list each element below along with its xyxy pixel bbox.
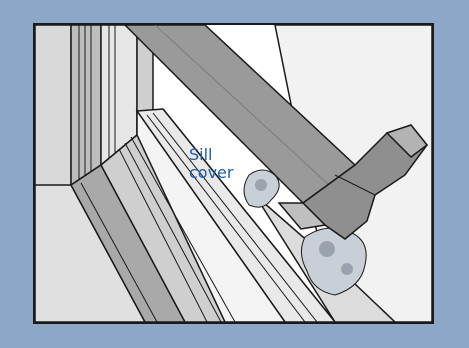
adhesive-spot-3 (341, 263, 353, 275)
sill-cover-illustration (33, 23, 434, 324)
adhesive-spot-1 (255, 179, 267, 191)
sill-cover-label: Sill cover (189, 146, 233, 182)
illustration-drawing (35, 25, 432, 322)
left-jamb-face (71, 25, 101, 185)
adhesive-spot-2 (319, 241, 335, 257)
